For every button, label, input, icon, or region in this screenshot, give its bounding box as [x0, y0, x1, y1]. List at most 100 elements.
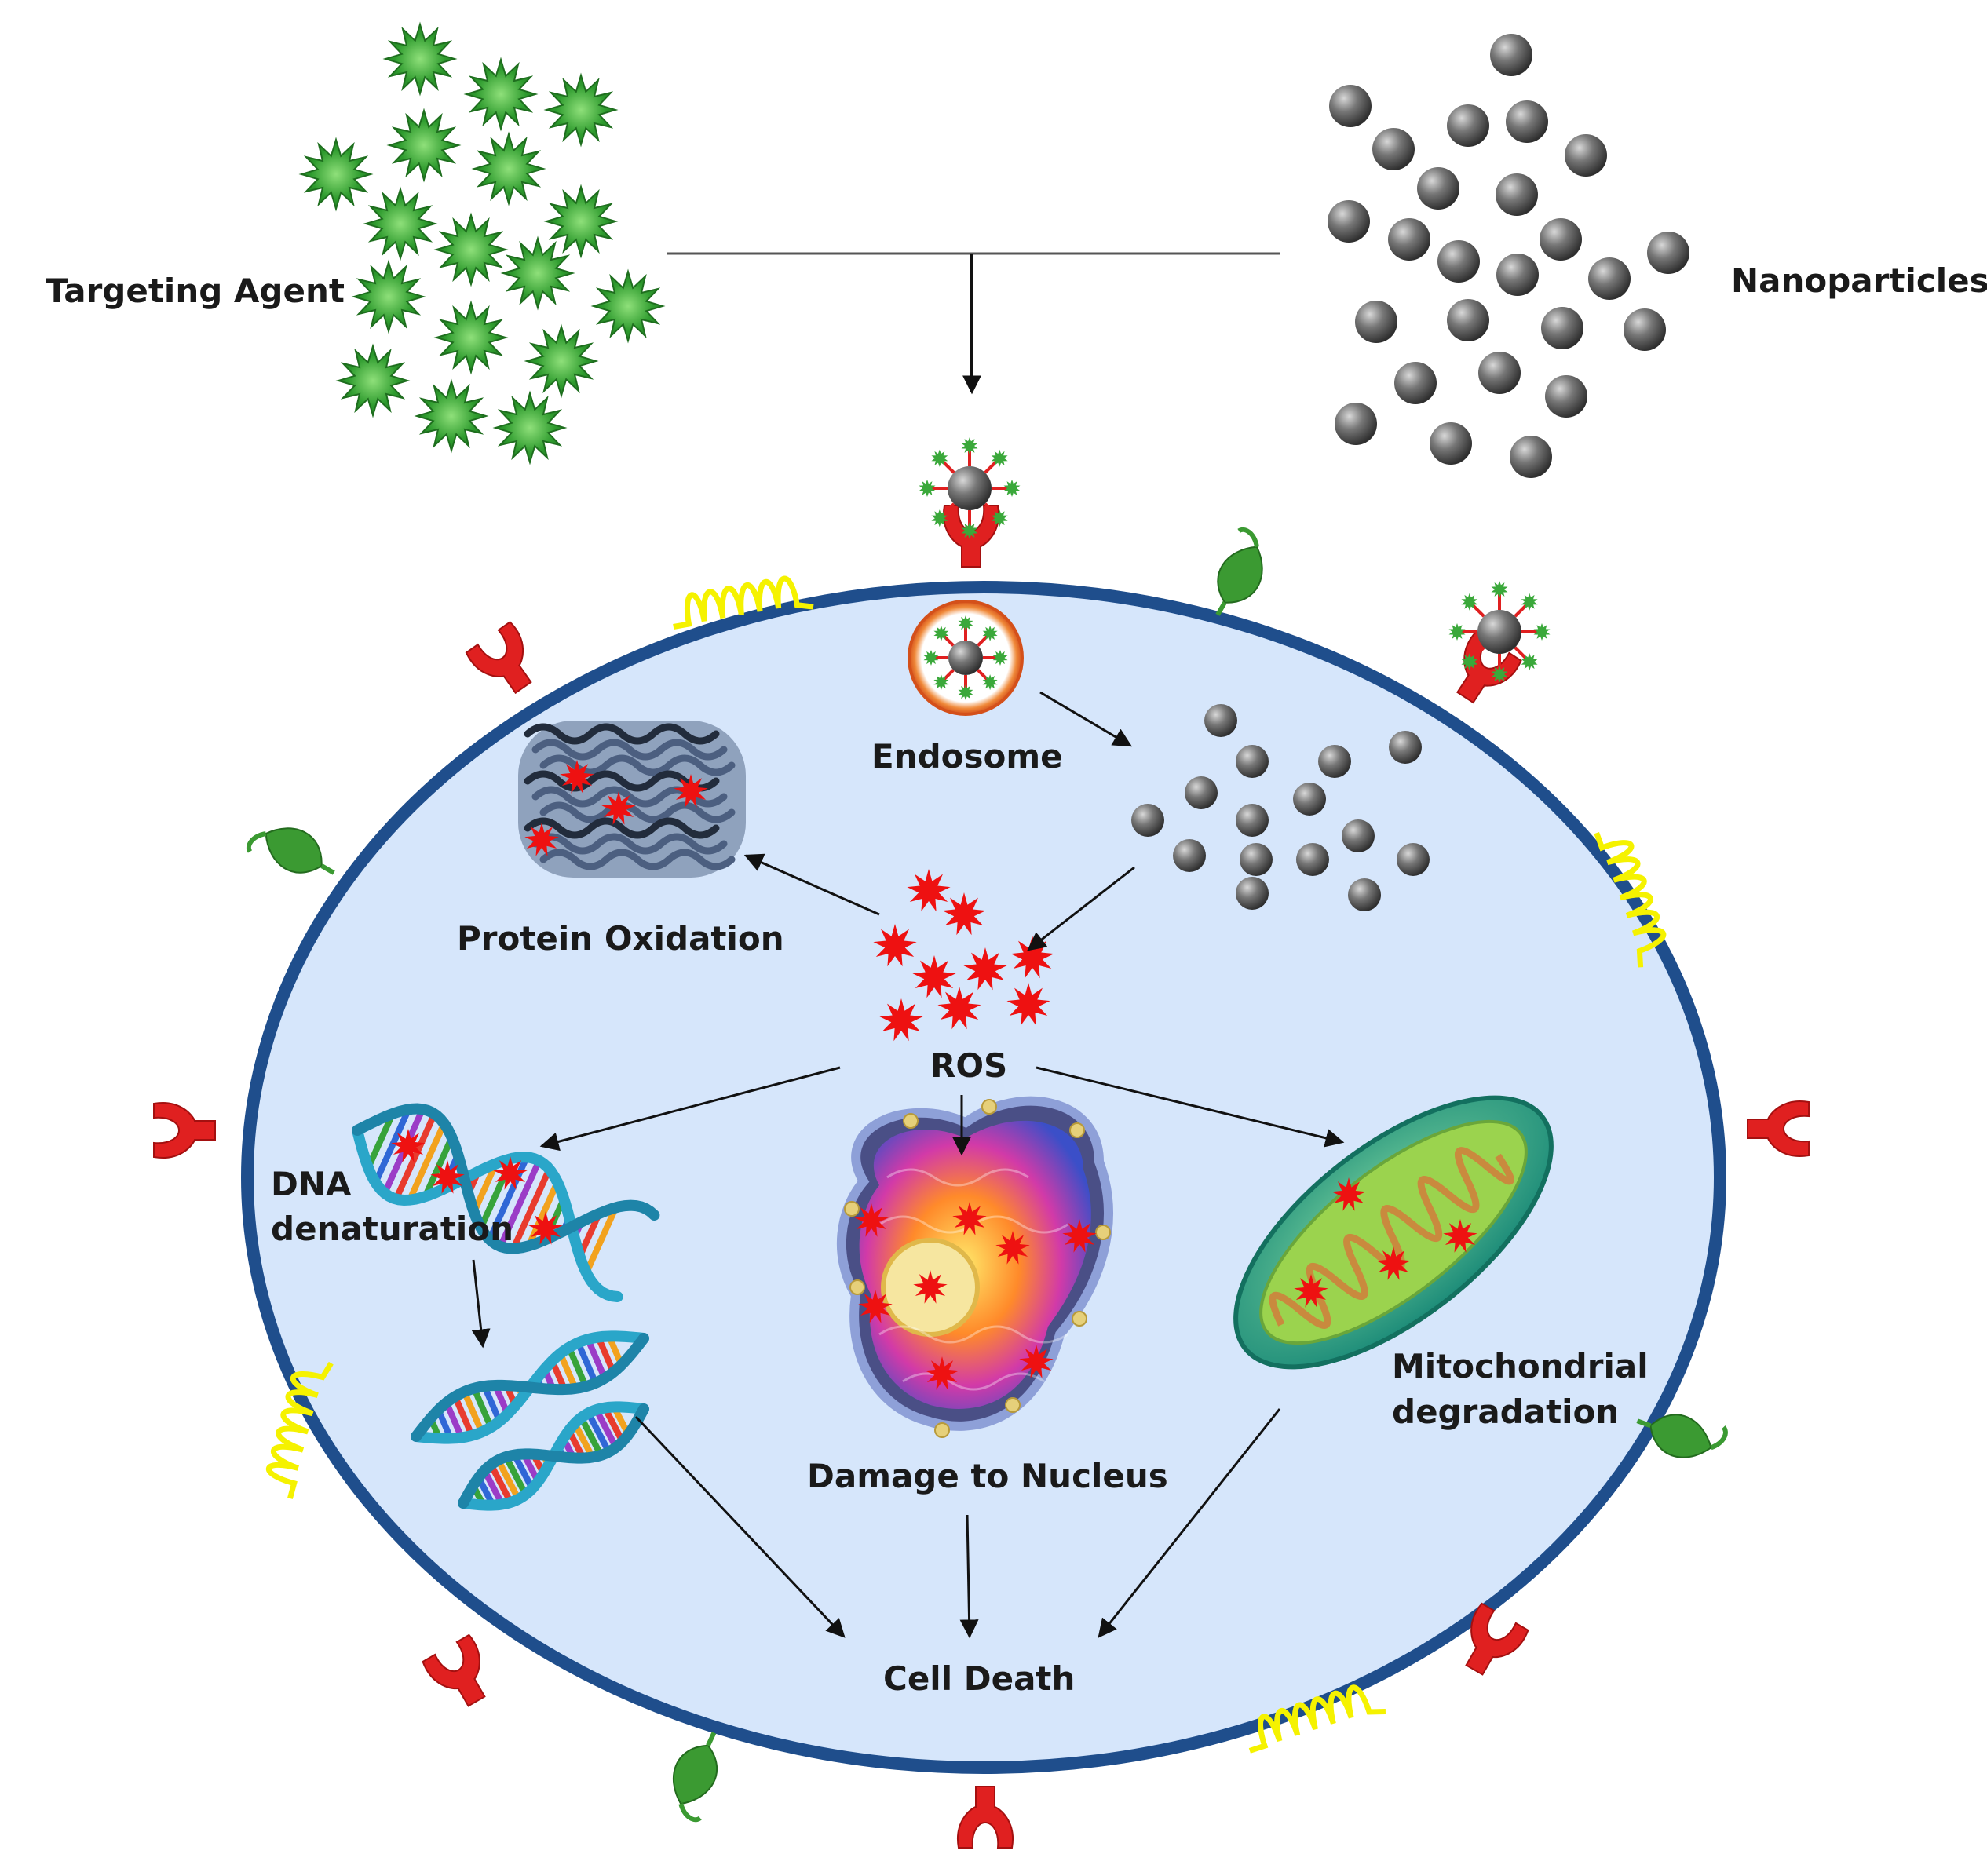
ros-cluster	[873, 869, 1054, 1042]
base-pair	[372, 1108, 412, 1184]
y-receptor-icon	[956, 1786, 1014, 1849]
targeting-agent-icon	[386, 108, 462, 183]
nanoparticle-icon	[1389, 731, 1422, 764]
coiled-protein-icon	[1248, 1684, 1386, 1754]
nanoparticle-icon	[1329, 85, 1372, 127]
nanoparticle-icon	[1417, 167, 1459, 210]
nanoparticle-icon	[1430, 422, 1472, 465]
nanoparticle-icon	[1496, 173, 1538, 216]
nanoparticle-icon	[1478, 352, 1521, 394]
endosome-label: Endosome	[871, 737, 1063, 776]
nanoparticle-icon	[1236, 804, 1269, 837]
base-pair	[495, 1458, 521, 1501]
conjugated-nanoparticle-right	[1448, 581, 1551, 683]
nuclear-pore	[903, 1113, 919, 1129]
nanoparticle-icon	[1131, 804, 1164, 837]
targeting-agent-icon	[933, 674, 949, 691]
targeting-agent-icon	[961, 437, 978, 454]
targeting-agent-icon	[543, 72, 619, 148]
base-pair	[365, 1112, 396, 1170]
targeting-agent-icon	[335, 343, 411, 418]
nanoparticle-icon	[1372, 128, 1415, 170]
ros-damage-mark	[560, 760, 594, 794]
targeting-agent-icon	[961, 522, 978, 539]
nanoparticle-icon	[1447, 104, 1489, 147]
targeting-agent-icon	[982, 674, 998, 691]
arrow-ros-to-mitochondrion	[1036, 1066, 1345, 1148]
targeting-agent-cluster	[298, 21, 666, 465]
dna-strand	[352, 1103, 660, 1254]
nanoparticle-icon	[948, 466, 992, 510]
ros-burst	[963, 947, 1007, 991]
nuclear-pore	[844, 1201, 860, 1217]
ros-damage-mark	[913, 1270, 948, 1304]
dna-strand	[352, 1125, 623, 1302]
base-pair	[393, 1112, 438, 1201]
protein-helix	[531, 739, 728, 761]
dna-label-line2: denaturation	[271, 1210, 513, 1248]
targeting-agent-icon	[1003, 480, 1021, 497]
targeting-agent-icon	[919, 480, 936, 497]
y-receptor-icon	[422, 1633, 486, 1707]
coiled-protein-icon	[265, 1361, 334, 1499]
ros-damage-mark	[493, 1156, 528, 1190]
base-pair	[481, 1385, 502, 1423]
protein-helix	[531, 833, 728, 855]
released-nanoparticles	[1131, 704, 1430, 911]
protein-helix	[524, 770, 720, 792]
nanoparticle-icon	[1342, 819, 1375, 852]
nanoparticle-icon	[1355, 301, 1397, 343]
base-pair	[585, 1338, 608, 1380]
nanoparticle-icon	[1540, 218, 1582, 261]
dna-label-line1: DNA	[271, 1165, 352, 1203]
ros-damage-mark	[674, 774, 708, 808]
endosome-vesicle	[908, 600, 1024, 716]
protein-helix	[539, 801, 736, 823]
ros-damage-mark	[391, 1129, 426, 1162]
targeting-agent-icon	[433, 300, 509, 375]
nanoparticle-icon	[1506, 100, 1548, 143]
arrow-ros-to-protein	[743, 853, 880, 916]
base-pair	[471, 1387, 494, 1429]
targeting-agent-icon	[1448, 623, 1466, 641]
base-pair	[407, 1122, 447, 1202]
ros-damage-mark	[430, 1160, 465, 1194]
nucleus-icon	[836, 1096, 1113, 1438]
nanoparticle-icon	[1204, 704, 1237, 737]
protein-oxidation-label: Protein Oxidation	[457, 919, 784, 958]
ros-damage-mark	[1331, 1177, 1366, 1211]
base-pair	[583, 1206, 619, 1275]
denatured-dna-icon	[411, 1330, 649, 1511]
ros-damage-mark	[1376, 1246, 1411, 1280]
leaf-receptor-icon	[1215, 527, 1263, 616]
nanoparticle-icon	[1647, 232, 1689, 274]
nanoparticle-icon	[1240, 843, 1273, 876]
targeting-agent-icon	[351, 259, 426, 334]
nuclear-pore	[1069, 1122, 1085, 1138]
nuclear-pore	[1072, 1311, 1087, 1327]
base-pair	[557, 1352, 579, 1390]
nanoparticle-icon	[1318, 745, 1351, 778]
dna-strand	[458, 1403, 649, 1509]
protein-structure-icon	[518, 721, 746, 878]
base-pair	[566, 1346, 589, 1388]
nanoparticle-icon	[1437, 240, 1480, 283]
mito-label-line2: degradation	[1392, 1392, 1619, 1431]
targeting-agent-icon	[471, 131, 546, 206]
targeting-agent-icon	[414, 378, 489, 454]
nanoparticle-icon	[1545, 375, 1587, 418]
nanoparticle-icon	[1236, 877, 1269, 910]
targeting-agent-icon	[382, 21, 458, 97]
nanoparticle-icon	[1348, 878, 1381, 911]
base-pair	[586, 1411, 612, 1454]
base-pair	[578, 1416, 604, 1457]
targeting-agent-icon	[363, 186, 438, 261]
nanoparticle-icon	[1388, 218, 1430, 261]
base-pair	[595, 1335, 616, 1374]
pathway-arrows	[471, 691, 1345, 1639]
ros-damage-mark	[995, 1231, 1030, 1265]
nanoparticle-icon	[1236, 745, 1269, 778]
y-receptor-icon	[1465, 1602, 1529, 1676]
arrow-nucleus-to-death	[959, 1514, 979, 1639]
